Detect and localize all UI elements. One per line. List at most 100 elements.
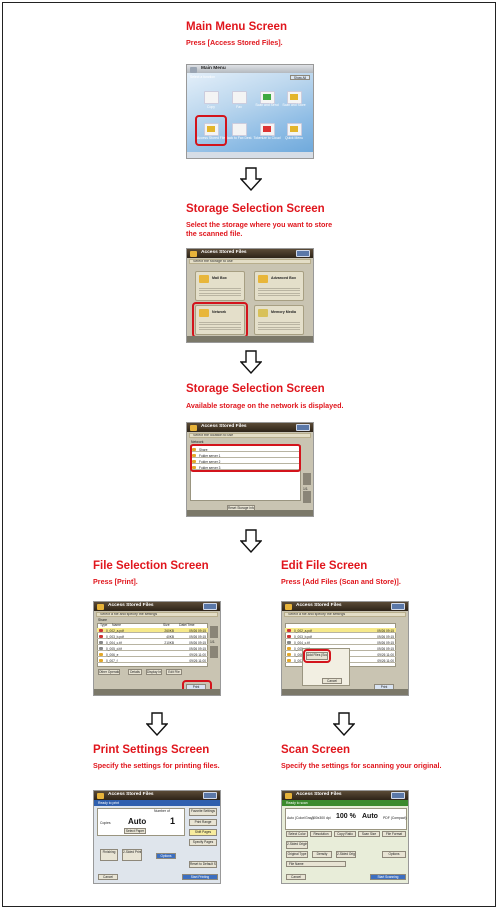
copy-ratio-button[interactable]: Copy Ratio	[334, 831, 356, 837]
file-page-indicator: 1/1	[210, 640, 215, 644]
scroll-up-button[interactable]	[303, 473, 311, 485]
down-arrow-icon	[146, 712, 168, 736]
scan-send-tile-icon[interactable]	[260, 91, 275, 104]
show-all-button[interactable]: Show All	[290, 75, 310, 80]
file-format-value: PDF (Compact)	[383, 816, 407, 820]
memory-media-label: Memory Media	[271, 310, 296, 314]
start-scanning-button[interactable]: Start Scanning	[370, 874, 406, 880]
storage2-header: Access Stored Files	[201, 424, 247, 429]
memory-media-card[interactable]: Memory Media	[254, 305, 304, 335]
scroll-up-button[interactable]	[210, 626, 218, 638]
fax-dest-tile-icon[interactable]	[232, 123, 247, 136]
close-icon[interactable]	[203, 792, 217, 799]
scroll-down-button[interactable]	[210, 646, 218, 658]
other-operations-button[interactable]: Other Operations	[98, 669, 120, 675]
fax-tile-label: Fax	[236, 105, 242, 109]
list-item[interactable]: Folder server 2	[190, 459, 301, 464]
file-format-button[interactable]: File Format	[382, 831, 406, 837]
file-name-field[interactable]: File Name	[286, 861, 346, 867]
select-color-button[interactable]: Select Color	[286, 831, 308, 837]
highlight-ring	[192, 302, 248, 338]
cancel-button[interactable]: Cancel	[286, 874, 306, 880]
fax-dest-tile-label: Back to Fax Dest.	[225, 136, 253, 140]
options-button[interactable]: Options	[156, 853, 176, 859]
col-type: Type	[100, 623, 108, 627]
cloud-tile-icon[interactable]	[260, 123, 275, 136]
print-label: Copies	[100, 821, 111, 825]
close-icon[interactable]	[296, 424, 310, 431]
two-sided-original-button-2[interactable]: 2-Sided Original	[336, 851, 356, 858]
scroll-down-button[interactable]	[303, 491, 311, 503]
number-label: Number of	[154, 809, 170, 813]
network-card[interactable]: Network	[195, 305, 245, 335]
cloud-tile-label: Tokenize to Cloud	[253, 136, 281, 140]
resolution-button[interactable]: Resolution	[310, 831, 332, 837]
two-sided-original-button[interactable]: 2-Sided Original	[286, 841, 308, 849]
mail-box-card[interactable]: Mail Box	[195, 271, 245, 301]
copies-count: 1	[170, 816, 176, 826]
file-selection-title: File Selection Screen	[93, 560, 209, 572]
reset-default-button[interactable]: Reset to Default Set.	[189, 861, 217, 868]
scan-options-button[interactable]: Options	[382, 851, 406, 858]
down-arrow-icon	[333, 712, 355, 736]
shift-pages-button[interactable]: Shift Pages	[189, 829, 217, 836]
close-icon[interactable]	[296, 250, 310, 257]
edit-file-title: Edit File Screen	[281, 560, 368, 572]
advanced-box-card[interactable]: Advanced Box	[254, 271, 304, 301]
print-range-button[interactable]: Print Range	[189, 819, 217, 826]
scan-size-button[interactable]: Scan Size	[358, 831, 380, 837]
scan-screenshot: Access Stored Files Ready to scan Auto (…	[281, 790, 409, 884]
storage1-header: Access Stored Files	[201, 250, 247, 255]
print-subheader: Ready to print	[98, 801, 120, 805]
select-paper-button[interactable]: Select Paper	[124, 828, 146, 834]
two-sided-printing-button[interactable]: 2-Sided Printing	[122, 849, 142, 861]
storage-selection-title-1: Storage Selection Screen	[186, 203, 325, 215]
finishing-button[interactable]: Finishing	[100, 849, 118, 861]
scan-store-tile-icon[interactable]	[287, 91, 302, 104]
close-icon[interactable]	[391, 603, 405, 610]
favorite-settings-button[interactable]: Favorite Settings	[189, 808, 217, 816]
quick-menu-tile-icon[interactable]	[287, 123, 302, 136]
col-size: Size	[163, 623, 170, 627]
list-item[interactable]: Folder server 3	[190, 465, 301, 470]
original-type-button[interactable]: Original Type	[286, 851, 308, 858]
edit-file-screenshot: Access Stored Files Select a file and sp…	[281, 601, 409, 696]
fax-tile-icon[interactable]	[232, 91, 247, 104]
edit-file-button[interactable]: Edit File	[166, 669, 182, 675]
storage1-instruction: Select the storage to use	[189, 259, 311, 264]
specify-pages-button[interactable]: Specify Pages	[189, 839, 217, 846]
advanced-box-label: Advanced Box	[271, 276, 296, 280]
display-image-button[interactable]: Display Image	[146, 669, 162, 675]
details-button[interactable]: Details	[128, 669, 142, 675]
cancel-button[interactable]: Cancel	[322, 678, 342, 684]
color-mode-value: Auto (Color/Gray)	[287, 816, 314, 820]
quick-menu-tile-label: Quick Menu	[284, 136, 304, 140]
mail-box-label: Mail Box	[212, 276, 227, 280]
copy-tile-icon[interactable]	[204, 91, 219, 104]
print-settings-screenshot: Access Stored Files Ready to print Numbe…	[93, 790, 221, 884]
access-stored-files-tile-icon[interactable]	[204, 123, 219, 136]
scan-store-tile-label: Scan and Store	[282, 103, 306, 107]
file-selection-screenshot: Access Stored Files Select a file and sp…	[93, 601, 221, 696]
close-icon[interactable]	[203, 603, 217, 610]
add-files-button[interactable]: Add Files (Scan and Store)	[306, 652, 328, 660]
start-printing-button[interactable]: Start Printing	[182, 874, 218, 880]
list-item[interactable]: Share	[190, 447, 301, 452]
storage-selection-title-2: Storage Selection Screen	[186, 383, 325, 395]
cancel-button[interactable]: Cancel	[98, 874, 118, 880]
print-settings-desc: Specify the settings for printing files.	[93, 761, 220, 770]
highlight-ring	[303, 649, 331, 663]
file-sel-crumb: Share	[98, 618, 108, 622]
close-icon[interactable]	[391, 792, 405, 799]
density-button[interactable]: Density	[312, 851, 332, 858]
list-item[interactable]: Folder server 1	[190, 453, 301, 458]
